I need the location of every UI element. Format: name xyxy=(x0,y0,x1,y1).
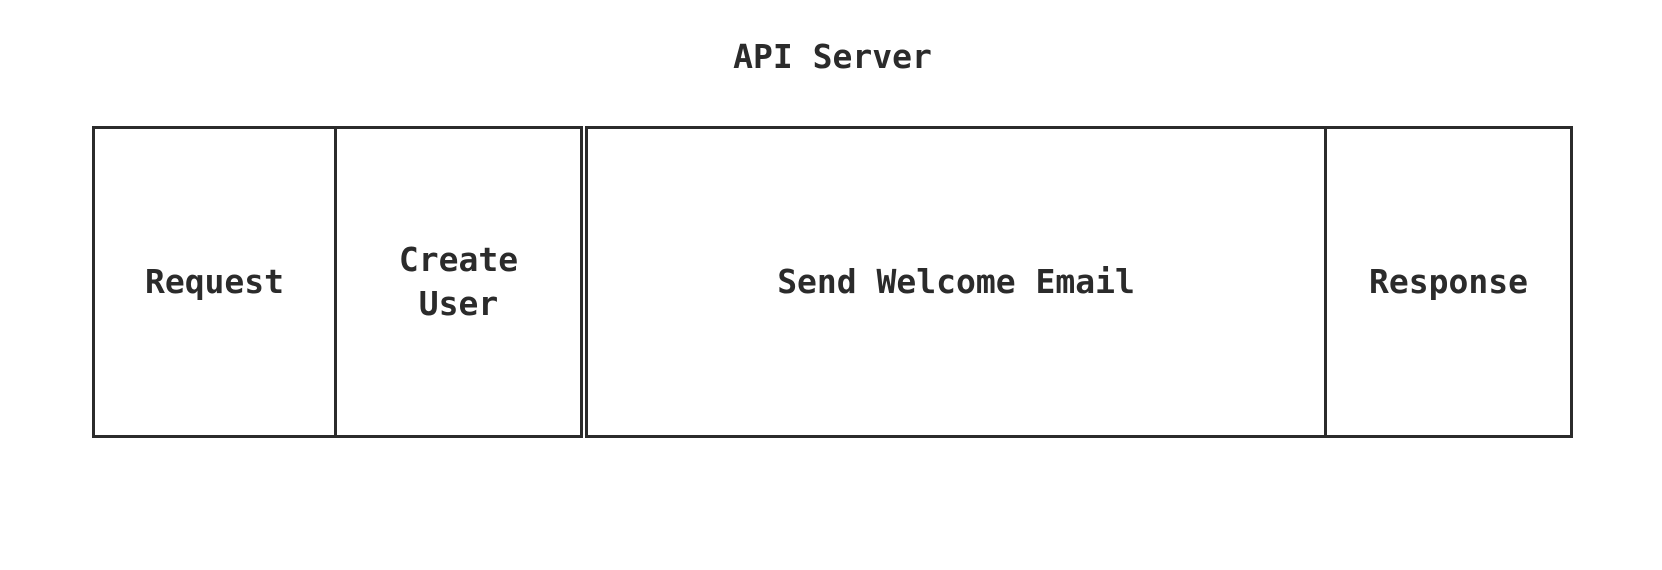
span-request-label: Request xyxy=(144,262,285,302)
span-response: Response xyxy=(1324,126,1573,438)
span-response-label: Response xyxy=(1369,262,1528,302)
span-create-user-label: Create User xyxy=(398,240,519,323)
diagram-title: API Server xyxy=(733,37,932,76)
span-send-welcome-email-label: Send Welcome Email xyxy=(777,262,1135,302)
span-send-welcome-email: Send Welcome Email xyxy=(585,126,1327,438)
span-request: Request xyxy=(92,126,337,438)
span-create-user: Create User xyxy=(334,126,583,438)
